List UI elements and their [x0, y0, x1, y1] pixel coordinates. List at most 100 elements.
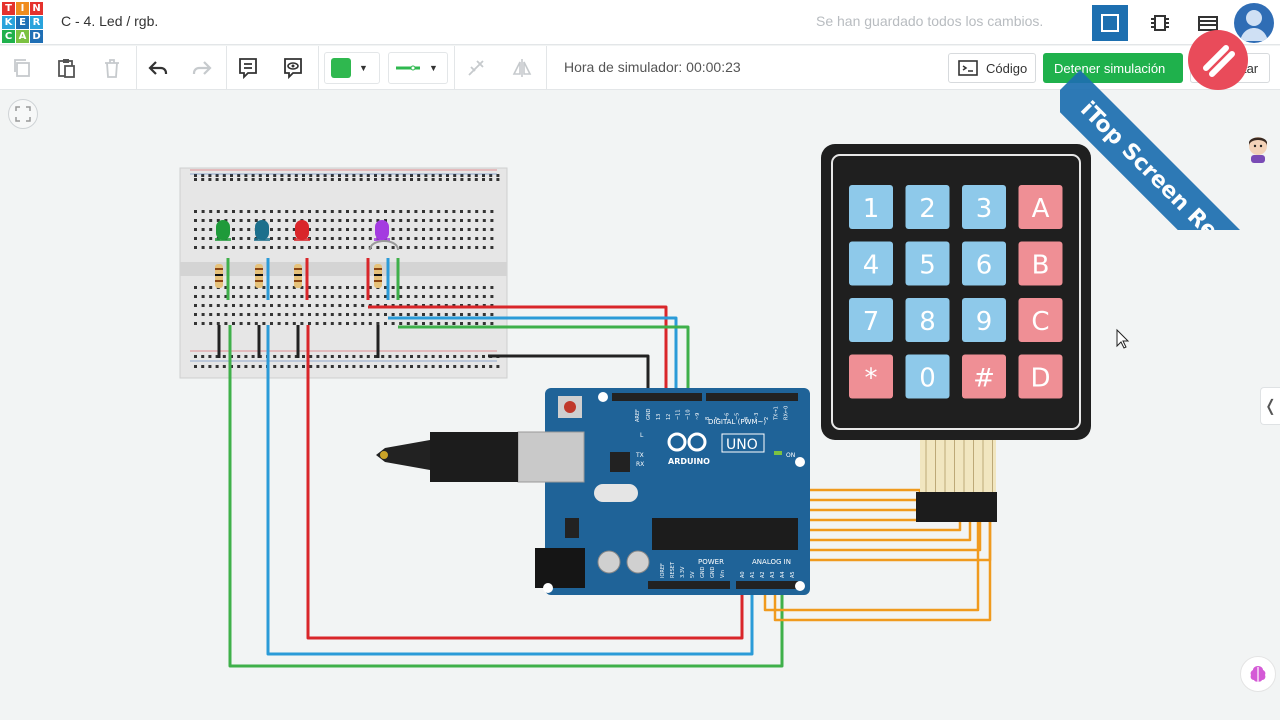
hole: [262, 313, 266, 316]
hole: [366, 355, 370, 358]
hole: [490, 313, 494, 316]
user-avatar[interactable]: [1234, 3, 1274, 43]
undo-icon[interactable]: [142, 52, 174, 84]
keypad-key-7[interactable]: 7: [849, 298, 893, 342]
note-icon[interactable]: [232, 52, 264, 84]
hole: [338, 178, 341, 181]
hole: [232, 219, 235, 222]
hole: [460, 178, 464, 181]
hole: [262, 246, 266, 249]
redo-icon[interactable]: [186, 52, 218, 84]
color-picker-dropdown[interactable]: ▼: [324, 52, 380, 84]
keypad-key-0[interactable]: 0: [905, 354, 950, 399]
hole: [361, 304, 365, 307]
wire-type-dropdown[interactable]: ▼: [388, 52, 448, 84]
hole: [490, 246, 494, 249]
sticker-icon: [1242, 132, 1274, 164]
hole: [302, 174, 305, 177]
fit-view-icon: [15, 106, 31, 122]
keypad-key-B[interactable]: B: [1018, 241, 1063, 286]
paste-icon[interactable]: [50, 52, 82, 84]
hole: [201, 237, 205, 240]
visibility-icon[interactable]: [277, 52, 309, 84]
hole: [208, 365, 212, 368]
hole: [323, 237, 327, 240]
keypad-key-5[interactable]: 5: [905, 241, 950, 286]
hole: [308, 228, 311, 231]
keypad-key-4[interactable]: 4: [849, 241, 893, 286]
align-icon[interactable]: [460, 52, 492, 84]
hole: [262, 286, 266, 289]
hole: [424, 355, 428, 358]
hole: [406, 322, 410, 325]
hole: [201, 313, 205, 316]
uno-box: [721, 433, 765, 453]
hole: [368, 228, 372, 231]
hole: [323, 365, 327, 368]
keypad-key-1[interactable]: 1: [849, 185, 893, 229]
hole: [309, 355, 313, 358]
keypad-key-A[interactable]: A: [1018, 185, 1063, 229]
hole: [239, 304, 243, 307]
copy-icon[interactable]: [6, 52, 38, 84]
hole: [239, 313, 243, 316]
resistor-band: [255, 274, 263, 276]
keypad-key-8[interactable]: 8: [905, 298, 950, 342]
keypad-key-face: [849, 185, 893, 229]
keypad-key-*[interactable]: *: [849, 354, 893, 399]
hole: [366, 178, 370, 181]
hole: [315, 322, 319, 325]
fit-view-button[interactable]: [8, 99, 38, 129]
digital-pin-label: 8: [705, 417, 711, 420]
ai-assistant-icon[interactable]: [1240, 656, 1276, 692]
hole: [292, 313, 296, 316]
keypad-key-D[interactable]: D: [1018, 354, 1063, 399]
component-list-icon[interactable]: [1142, 5, 1178, 41]
code-label: Código: [986, 60, 1028, 76]
hole: [300, 246, 304, 249]
hole: [446, 178, 449, 181]
hole: [353, 210, 357, 213]
hole: [244, 365, 248, 368]
atmega-chip: [652, 518, 798, 550]
hole: [251, 174, 255, 177]
keypad-key-face: [962, 185, 1006, 229]
flip-icon[interactable]: [506, 52, 538, 84]
hole: [381, 174, 385, 177]
circuit-view-icon[interactable]: [1092, 5, 1128, 41]
keypad-key-C[interactable]: C: [1018, 298, 1063, 342]
hole: [475, 228, 479, 231]
keypad-connector: [916, 492, 997, 522]
hole: [429, 286, 433, 289]
keypad-key-9[interactable]: 9: [962, 298, 1006, 342]
keypad-key-2[interactable]: 2: [905, 185, 950, 229]
collapse-panel-tab[interactable]: ❬: [1260, 387, 1280, 425]
design-title[interactable]: C - 4. Led / rgb.: [61, 13, 159, 29]
code-button[interactable]: Código: [948, 53, 1036, 83]
wire-green-pin9: [398, 325, 690, 395]
keypad-key-#[interactable]: #: [962, 354, 1006, 399]
keypad-key-3[interactable]: 3: [962, 185, 1006, 229]
hole: [353, 295, 357, 298]
digital-pin-label: 2: [764, 417, 770, 420]
hole: [406, 237, 410, 240]
hole: [308, 313, 311, 316]
hole: [224, 304, 228, 307]
hole: [338, 174, 341, 177]
hole: [345, 178, 349, 181]
keypad-key-label: A: [1032, 194, 1050, 224]
leds[interactable]: [215, 220, 399, 288]
hole: [437, 246, 441, 249]
digital-pin-label: RX←0: [783, 406, 789, 420]
hole: [414, 246, 418, 249]
hole: [359, 365, 363, 368]
schematic-view-icon[interactable]: [1190, 5, 1226, 41]
delete-icon[interactable]: [96, 52, 128, 84]
hole: [467, 355, 471, 358]
keypad-key-6[interactable]: 6: [962, 241, 1006, 286]
hole: [247, 304, 251, 307]
